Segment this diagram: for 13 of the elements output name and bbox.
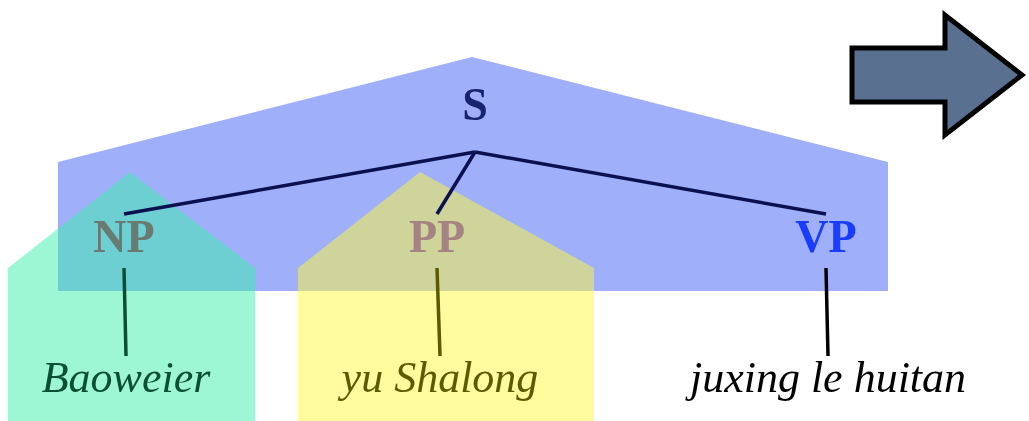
tree-branch-line <box>474 150 827 216</box>
word-label: yu Shalong <box>302 356 578 408</box>
category-label: NP <box>78 214 170 268</box>
category-label: PP <box>390 214 484 268</box>
category-label: VP <box>778 214 874 268</box>
category-label: S <box>450 82 500 152</box>
tree-branch-line <box>123 150 476 216</box>
tree-branch-line <box>824 267 830 357</box>
tree-branch-line <box>435 267 442 357</box>
tree-branch-line <box>122 267 128 357</box>
tree-branch-line <box>435 151 477 215</box>
word-label: juxing le huitan <box>632 356 1024 408</box>
word-label: Baoweier <box>10 356 242 408</box>
